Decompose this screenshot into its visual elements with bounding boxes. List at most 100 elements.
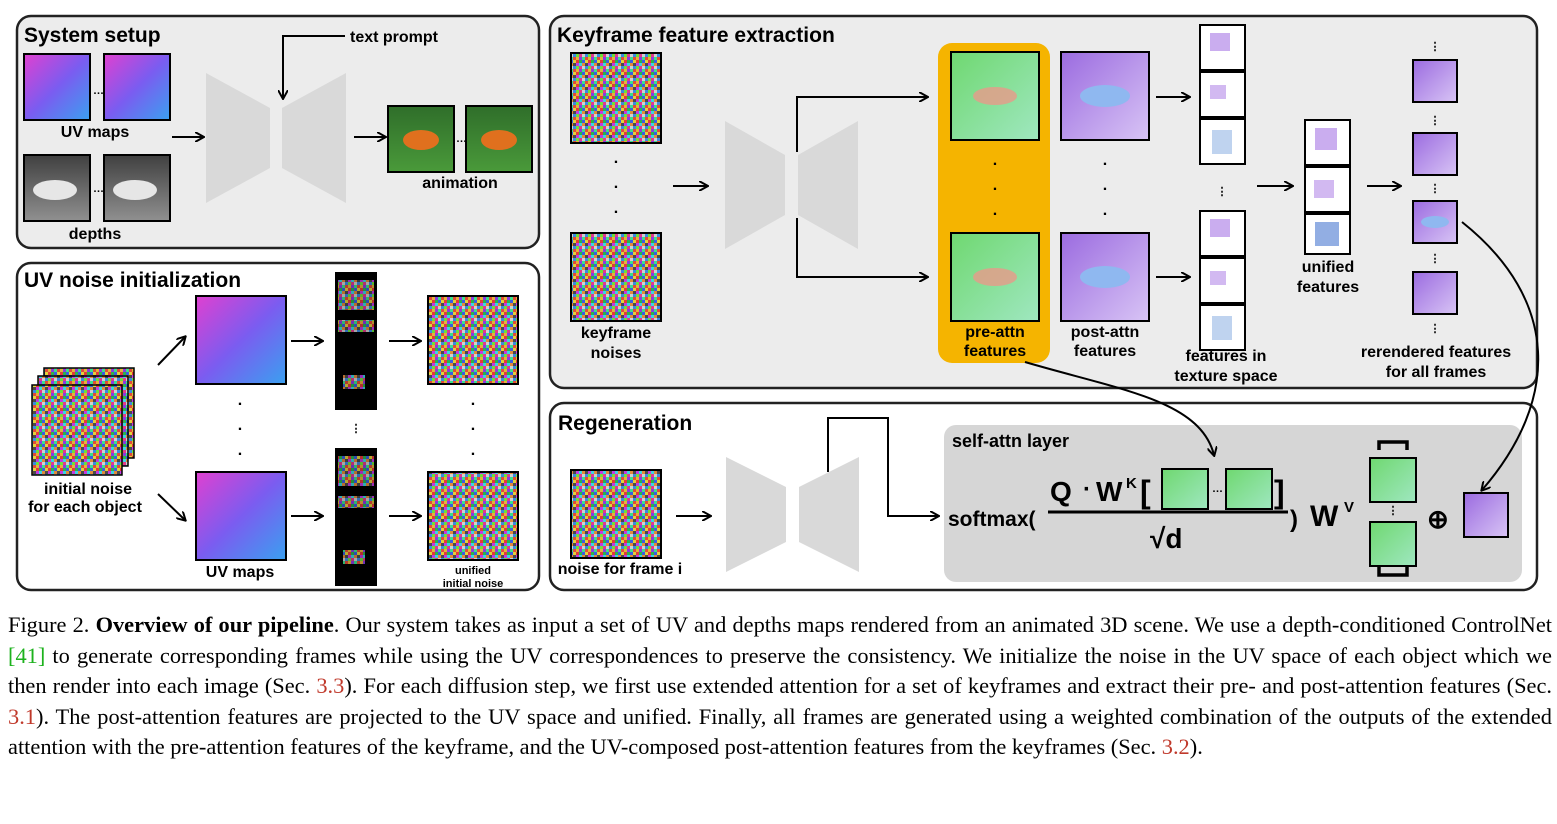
- svg-text:.: .: [238, 417, 242, 434]
- system-setup-title: System setup: [24, 24, 161, 47]
- pre-attn-label-2: features: [964, 343, 1026, 360]
- post-attn-label-2: features: [1074, 343, 1136, 360]
- k-superscript: K: [1126, 475, 1137, 492]
- unet-icon: [798, 121, 858, 249]
- svg-text:.: .: [993, 152, 997, 169]
- svg-text:⋮: ⋮: [1430, 41, 1441, 53]
- svg-text:.: .: [993, 177, 997, 194]
- rerendered-feature-thumb: [1412, 132, 1458, 176]
- svg-text:.: .: [471, 442, 475, 459]
- pre-attn-label: pre-attn: [965, 324, 1025, 341]
- svg-text:…: …: [456, 133, 467, 145]
- initial-noise-stack: [31, 384, 123, 476]
- uv-noise-title: UV noise initialization: [24, 269, 241, 292]
- animation-label: animation: [422, 175, 498, 192]
- svg-text:⋮: ⋮: [1430, 253, 1441, 265]
- unet-icon: [799, 457, 859, 572]
- caption-text: to generate corresponding frames while u…: [8, 642, 1552, 699]
- caption-ref-41[interactable]: [41]: [8, 642, 46, 668]
- svg-text:⋮: ⋮: [351, 423, 362, 435]
- unet-icon: [206, 73, 270, 203]
- texture-space-stack: [1199, 210, 1246, 351]
- caption-text: ). For each diffusion step, we first use…: [344, 673, 1553, 698]
- regeneration-title: Regeneration: [558, 412, 692, 435]
- svg-text:.: .: [471, 392, 475, 409]
- figure-caption: Figure 2. Overview of our pipeline. Our …: [8, 610, 1552, 763]
- svg-text:.: .: [1103, 177, 1107, 194]
- caption-ref-3-1[interactable]: 3.1: [8, 703, 36, 729]
- keyframe-noises-label-2: noises: [591, 345, 642, 362]
- svg-text:]: ]: [1274, 474, 1285, 510]
- texture-space-stack: [1199, 24, 1246, 165]
- output-feature-thumb: [1463, 492, 1509, 538]
- unified-noise-thumb: [427, 471, 519, 561]
- animation-frame: [387, 105, 455, 173]
- close-paren: ): [1290, 506, 1298, 533]
- svg-text:⋮: ⋮: [1430, 183, 1441, 195]
- unified-noise-thumb: [427, 295, 519, 385]
- svg-text:.: .: [1103, 202, 1107, 219]
- uv-map-thumb: [195, 295, 287, 385]
- uv-maps-label: UV maps: [61, 124, 130, 141]
- rerendered-feature-thumb: [1412, 271, 1458, 315]
- unified-features-stack: [1304, 119, 1351, 255]
- keyframe-title: Keyframe feature extraction: [557, 24, 835, 47]
- keyframe-panel: Keyframe feature extraction . . . keyfra…: [548, 14, 1539, 390]
- unet-icon: [725, 121, 785, 249]
- svg-text:…: …: [93, 183, 104, 195]
- v-superscript: V: [1344, 499, 1354, 516]
- pipeline-diagram: System setup … UV maps … depths text pro…: [15, 14, 1540, 592]
- caption-ref-3-2[interactable]: 3.2: [1161, 734, 1190, 759]
- system-setup-panel: System setup … UV maps … depths text pro…: [15, 14, 541, 250]
- uv-maps-label: UV maps: [206, 564, 275, 581]
- unified-noise-label-2: initial noise: [443, 578, 504, 590]
- frame-noise-thumb: [570, 469, 662, 559]
- unified-features-label-2: features: [1297, 279, 1359, 296]
- w-symbol: W: [1096, 476, 1123, 507]
- svg-text:·: ·: [1083, 476, 1091, 503]
- rerendered-feature-thumb: [1412, 59, 1458, 103]
- svg-text:.: .: [238, 442, 242, 459]
- depths-label: depths: [69, 226, 122, 243]
- svg-text:⋮: ⋮: [1430, 115, 1441, 127]
- svg-text:[: [: [1140, 474, 1151, 510]
- sqrt-d: √d: [1150, 523, 1182, 554]
- uv-noise-panel: UV noise initialization initial noise fo…: [15, 261, 541, 592]
- svg-text:.: .: [614, 175, 618, 192]
- unified-features-label: unified: [1302, 259, 1354, 276]
- unified-noise-label: unified: [455, 565, 491, 577]
- svg-text:.: .: [614, 200, 618, 217]
- svg-text:⋮: ⋮: [1430, 323, 1441, 335]
- svg-text:…: …: [93, 85, 104, 97]
- rerendered-label: rerendered features: [1361, 344, 1511, 361]
- initial-noise-label: initial noise: [44, 481, 132, 498]
- texture-space-label-2: texture space: [1174, 368, 1277, 385]
- caption-ref-3-3[interactable]: 3.3: [316, 673, 345, 698]
- svg-text:.: .: [471, 417, 475, 434]
- rerendered-label-2: for all frames: [1386, 364, 1487, 381]
- regeneration-panel: Regeneration noise for frame i self-attn…: [548, 401, 1539, 592]
- svg-text:.: .: [993, 202, 997, 219]
- uv-map-thumb: [195, 471, 287, 561]
- softmax-label: softmax(: [948, 508, 1036, 531]
- uv-map-thumb: [23, 53, 91, 121]
- caption-text: . Our system takes as input a set of UV …: [333, 612, 1553, 637]
- text-prompt-label: text prompt: [350, 29, 439, 46]
- uv-map-thumb: [103, 53, 171, 121]
- rerendered-feature-thumb: [1412, 200, 1458, 244]
- key-feature-thumb: [1225, 468, 1273, 510]
- keyframe-noise-thumb: [570, 52, 662, 144]
- caption-text: ).: [1189, 734, 1203, 759]
- self-attn-label: self-attn layer: [952, 431, 1069, 451]
- value-feature-thumb: [1369, 521, 1417, 567]
- svg-text:.: .: [1103, 152, 1107, 169]
- initial-noise-label-2: for each object: [28, 499, 142, 516]
- noise-frame-label: noise for frame i: [558, 561, 682, 578]
- wv-symbol: W: [1310, 500, 1339, 533]
- oplus-symbol: ⊕: [1427, 504, 1449, 534]
- caption-text: ). The post-attention features are proje…: [8, 703, 1552, 760]
- unet-icon: [282, 73, 346, 203]
- svg-text:.: .: [238, 392, 242, 409]
- keyframe-noise-thumb: [570, 232, 662, 322]
- svg-text:…: …: [1212, 483, 1223, 495]
